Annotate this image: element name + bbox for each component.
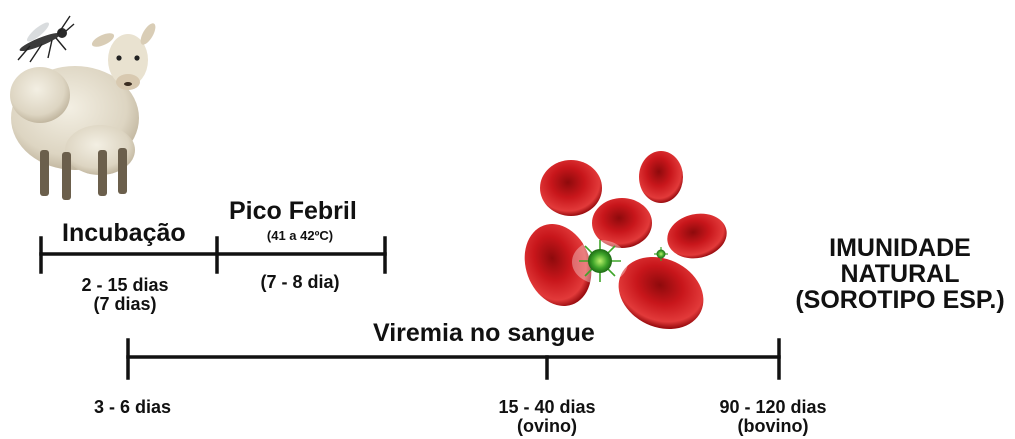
incubation-range: 2 - 15 dias bbox=[50, 276, 200, 295]
fever-range: (7 - 8 dia) bbox=[225, 273, 375, 292]
viremia-mid-species: (ovino) bbox=[467, 417, 627, 436]
immunity-line3: (SOROTIPO ESP.) bbox=[790, 287, 1010, 313]
incubation-typical: (7 dias) bbox=[50, 295, 200, 314]
mosquito-icon bbox=[18, 16, 74, 62]
immunity-line2: NATURAL bbox=[790, 261, 1010, 287]
viremia-start: 3 - 6 dias bbox=[94, 398, 171, 417]
incubation-title: Incubação bbox=[62, 220, 186, 246]
viremia-end-range: 90 - 120 dias bbox=[683, 398, 863, 417]
viremia-mid-range: 15 - 40 dias bbox=[467, 398, 627, 417]
viremia-end-species: (bovino) bbox=[683, 417, 863, 436]
fever-title: Pico Febril bbox=[229, 198, 357, 224]
immunity-line1: IMUNIDADE bbox=[790, 235, 1010, 261]
viremia-title: Viremia no sangue bbox=[373, 320, 595, 346]
fever-temperature: (41 a 42ºC) bbox=[225, 229, 375, 243]
blood-cells-icon bbox=[514, 151, 731, 342]
